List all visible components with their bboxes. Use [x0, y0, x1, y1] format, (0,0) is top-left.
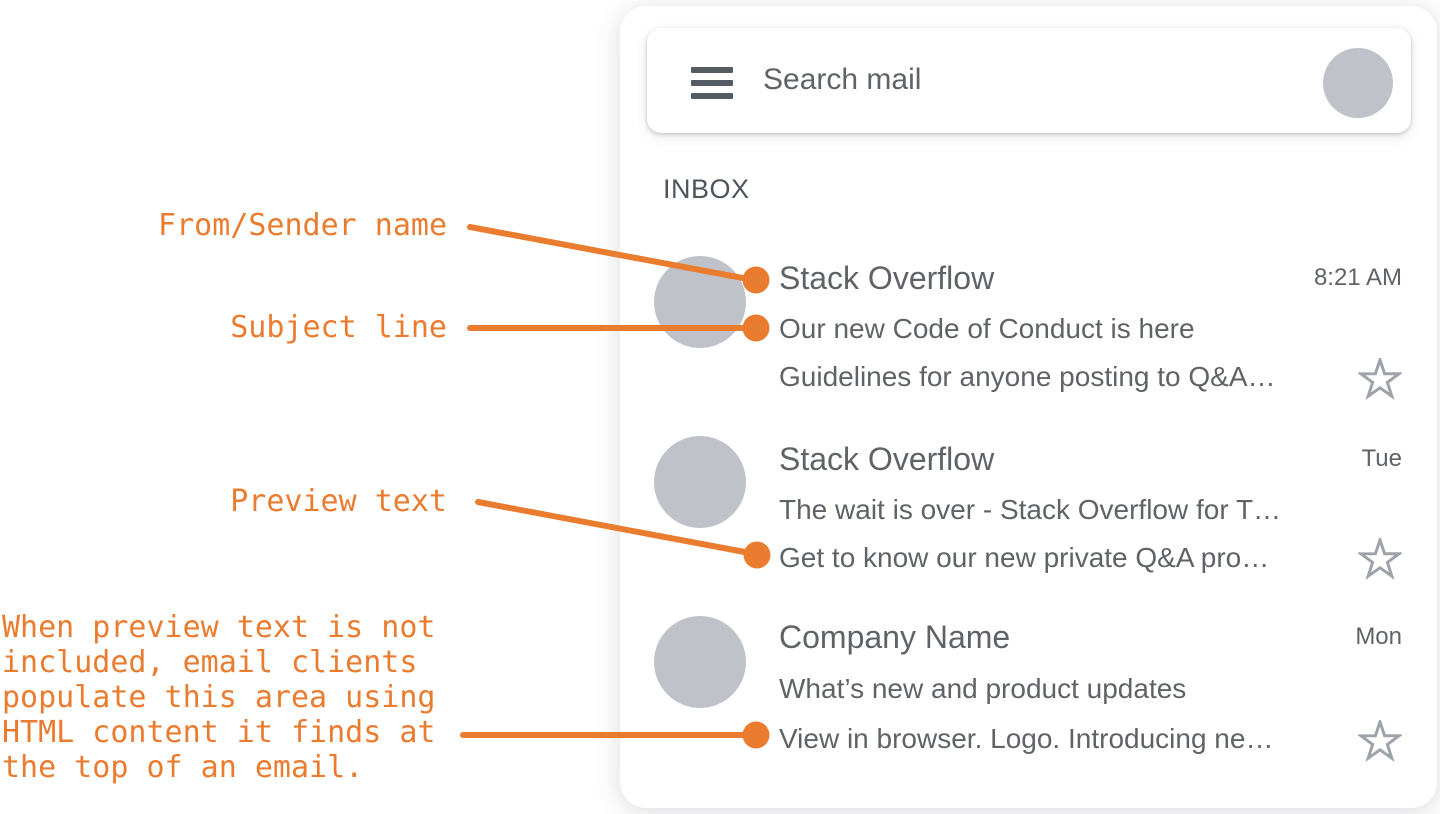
sender-avatar — [654, 256, 746, 348]
mail-panel: INBOX Stack Overflow 8:21 AM Our new Cod… — [620, 6, 1437, 808]
star-icon[interactable] — [1358, 358, 1402, 402]
sender-name: Stack Overflow — [779, 441, 995, 477]
hamburger-menu-icon[interactable] — [691, 67, 733, 99]
search-input[interactable] — [763, 58, 1283, 102]
annotation-subject-label: Subject line — [230, 310, 447, 345]
sender-name: Stack Overflow — [779, 260, 995, 296]
email-subject: Our new Code of Conduct is here — [779, 313, 1195, 344]
email-subject: What’s new and product updates — [779, 673, 1187, 704]
email-preview: Get to know our new private Q&A pro… — [779, 542, 1270, 573]
sender-name: Company Name — [779, 619, 1011, 655]
annotation-note: When preview text is not included, email… — [2, 610, 436, 785]
profile-avatar[interactable] — [1323, 48, 1393, 118]
email-time: 8:21 AM — [1313, 264, 1402, 291]
sender-avatar — [654, 436, 746, 528]
email-time: Tue — [1361, 445, 1402, 472]
sender-avatar — [654, 616, 746, 708]
annotation-sender-label: From/Sender name — [158, 208, 447, 243]
annotation-preview-label: Preview text — [230, 484, 447, 519]
email-preview: View in browser. Logo. Introducing ne… — [779, 723, 1274, 754]
star-icon[interactable] — [1358, 538, 1402, 582]
star-icon[interactable] — [1358, 720, 1402, 764]
search-bar[interactable] — [647, 28, 1411, 133]
email-subject: The wait is over - Stack Overflow for T… — [779, 494, 1282, 525]
email-preview: Guidelines for anyone posting to Q&A… — [779, 361, 1276, 392]
email-time: Mon — [1355, 623, 1402, 650]
inbox-section-label: INBOX — [663, 174, 750, 204]
